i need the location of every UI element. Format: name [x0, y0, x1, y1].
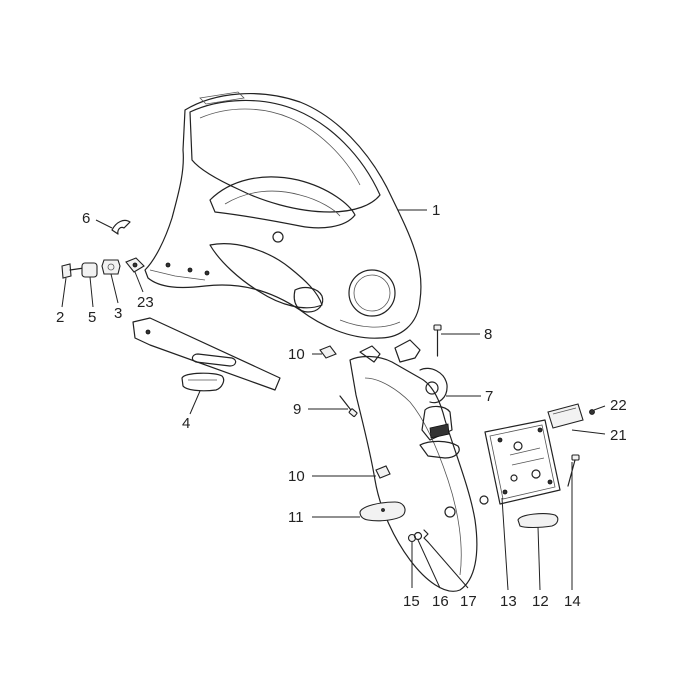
callout-13: 13	[500, 593, 517, 610]
leader-23	[134, 271, 144, 293]
part-11-reflector-lens	[359, 501, 406, 522]
leader-22	[593, 405, 606, 411]
callout-22: 22	[610, 397, 627, 414]
part-17-spring	[423, 529, 429, 543]
leader-3	[110, 273, 119, 304]
callout-5: 5	[88, 309, 96, 326]
leader-4	[189, 390, 201, 415]
callout-2: 2	[56, 309, 64, 326]
callout-9: 9	[293, 401, 301, 418]
leader-2	[61, 277, 67, 308]
callout-4: 4	[182, 415, 190, 432]
callout-16: 16	[432, 593, 449, 610]
part-13-license-plate-holder	[484, 419, 561, 505]
callout-10-lower: 10	[288, 468, 305, 485]
callout-6: 6	[82, 210, 90, 227]
part-22-bulb	[589, 409, 595, 415]
leader-21	[571, 429, 606, 435]
part-1-rear-body-cowl	[144, 91, 422, 339]
part-10-clip-nut-lower	[375, 465, 391, 479]
callout-3: 3	[114, 305, 122, 322]
callout-7: 7	[485, 388, 493, 405]
part-6-clip	[111, 219, 131, 235]
part-2-screw	[61, 263, 85, 279]
leader-12	[537, 526, 541, 591]
callout-14: 14	[564, 593, 581, 610]
leader-13	[501, 497, 509, 591]
callout-8: 8	[484, 326, 492, 343]
part-16-washer	[413, 531, 423, 541]
part-4-reflector	[132, 317, 281, 392]
callout-12: 12	[532, 593, 549, 610]
part-21-license-light	[547, 403, 584, 429]
leader-17	[427, 541, 469, 589]
part-14-screw	[567, 454, 580, 487]
part-10-clip-nut-upper	[319, 345, 337, 359]
part-23-nut	[125, 257, 145, 273]
callout-15: 15	[403, 593, 420, 610]
callout-21: 21	[610, 427, 627, 444]
callout-11: 11	[288, 509, 304, 526]
part-7-rear-mudguard	[349, 339, 489, 592]
part-12-license-light-lens	[517, 513, 559, 529]
part-3-bushing	[101, 259, 121, 275]
leader-6	[95, 219, 113, 229]
callout-10-upper: 10	[288, 346, 305, 363]
callout-17: 17	[460, 593, 477, 610]
part-8-screw	[433, 324, 442, 357]
callout-23: 23	[137, 294, 154, 311]
leader-5	[89, 276, 94, 308]
part-9-screw	[339, 395, 358, 418]
callout-1: 1	[432, 202, 440, 219]
part-5-spacer	[81, 262, 98, 278]
leader-16	[417, 539, 441, 589]
